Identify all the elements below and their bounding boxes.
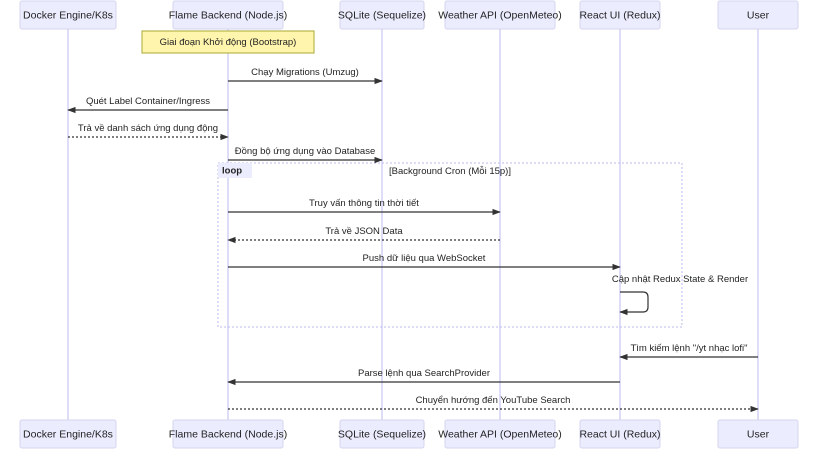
participant-box — [172, 0, 284, 30]
participant-label: React UI (Redux) — [579, 9, 660, 21]
participant-react-bottom[interactable]: React UI (Redux) — [579, 419, 661, 449]
message-label: Truy vấn thông tin thời tiết — [309, 198, 419, 209]
participant-box — [19, 0, 117, 30]
message-label: Tìm kiếm lệnh "/yt nhạc lofi" — [630, 343, 747, 354]
message-m3: Trả về danh sách ứng dụng động — [68, 123, 229, 141]
self-message-m8: Cập nhật Redux State & Render — [612, 274, 748, 316]
participant-docker-bottom[interactable]: Docker Engine/K8s — [19, 419, 117, 449]
message-m5: Truy vấn thông tin thời tiết — [228, 198, 501, 216]
participant-label: Docker Engine/K8s — [23, 428, 113, 440]
participant-sqlite-top[interactable]: SQLite (Sequelize) — [338, 0, 426, 30]
participant-flame-top[interactable]: Flame Backend (Node.js) — [169, 0, 287, 30]
participant-box — [717, 419, 799, 449]
self-message-arrow — [619, 291, 649, 316]
participant-label: User — [747, 9, 770, 21]
fragment-cron-loop: loop [Background Cron (Mỗi 15p)] — [217, 162, 683, 328]
participant-user-bottom[interactable]: User — [717, 419, 799, 449]
participant-flame-bottom[interactable]: Flame Backend (Node.js) — [169, 419, 287, 449]
participant-weather-bottom[interactable]: Weather API (OpenMeteo) — [438, 419, 562, 449]
notes-layer: Giai đoạn Khởi động (Bootstrap) — [141, 30, 315, 54]
participant-react-top[interactable]: React UI (Redux) — [579, 0, 661, 30]
message-label: Trả về danh sách ứng dụng động — [78, 123, 218, 134]
participant-box — [717, 0, 799, 30]
participant-box — [579, 0, 661, 30]
participant-box — [339, 0, 425, 30]
participant-docker-top[interactable]: Docker Engine/K8s — [19, 0, 117, 30]
participant-box — [19, 419, 117, 449]
participant-weather-top[interactable]: Weather API (OpenMeteo) — [438, 0, 562, 30]
fragment-condition-label: [Background Cron (Mỗi 15p)] — [389, 166, 511, 177]
participant-box — [444, 419, 556, 449]
message-m2: Quét Label Container/Ingress — [67, 96, 228, 114]
message-m11: Chuyển hướng đến YouTube Search — [228, 395, 759, 413]
message-label: Chạy Migrations (Umzug) — [251, 67, 359, 78]
participant-label: Docker Engine/K8s — [23, 9, 113, 21]
message-m10: Parse lệnh qua SearchProvider — [227, 368, 620, 386]
participant-label: Flame Backend (Node.js) — [169, 428, 287, 440]
participant-box — [444, 0, 556, 30]
participant-sqlite-bottom[interactable]: SQLite (Sequelize) — [338, 419, 426, 449]
message-m7: Push dữ liệu qua WebSocket — [228, 253, 621, 271]
message-m1: Chạy Migrations (Umzug) — [228, 67, 383, 85]
fragment-tag-box — [218, 163, 252, 178]
fragments-layer: loop [Background Cron (Mỗi 15p)] — [217, 162, 683, 328]
self-message-label: Cập nhật Redux State & Render — [612, 274, 748, 285]
participant-label: Flame Backend (Node.js) — [169, 9, 287, 21]
fragment-border — [217, 162, 683, 328]
message-label: Chuyển hướng đến YouTube Search — [416, 395, 571, 406]
message-m6: Trả về JSON Data — [227, 226, 500, 244]
participant-user-top[interactable]: User — [717, 0, 799, 30]
message-label: Trả về JSON Data — [325, 226, 403, 237]
message-m9: Tìm kiếm lệnh "/yt nhạc lofi" — [619, 343, 758, 361]
participant-label: SQLite (Sequelize) — [338, 428, 426, 440]
participant-label: Weather API (OpenMeteo) — [438, 9, 562, 21]
lifelines-layer — [67, 29, 759, 420]
participant-label: Weather API (OpenMeteo) — [438, 428, 562, 440]
note-label: Giai đoạn Khởi động (Bootstrap) — [160, 37, 297, 48]
message-label: Đồng bộ ứng dụng vào Database — [235, 146, 376, 157]
note-bootstrap-note: Giai đoạn Khởi động (Bootstrap) — [141, 30, 315, 54]
participant-label: React UI (Redux) — [579, 428, 660, 440]
message-label: Quét Label Container/Ingress — [86, 96, 210, 107]
message-m4: Đồng bộ ứng dụng vào Database — [228, 146, 383, 164]
participant-box — [172, 419, 284, 449]
participant-box — [339, 419, 425, 449]
participant-label: User — [747, 428, 770, 440]
note-box — [141, 30, 315, 54]
participant-box — [579, 419, 661, 449]
message-label: Parse lệnh qua SearchProvider — [358, 368, 490, 379]
messages-layer: Chạy Migrations (Umzug) Quét Label Contai… — [67, 67, 759, 413]
fragment-tag-label: loop — [222, 166, 242, 177]
message-label: Push dữ liệu qua WebSocket — [363, 253, 486, 264]
participant-label: SQLite (Sequelize) — [338, 9, 426, 21]
